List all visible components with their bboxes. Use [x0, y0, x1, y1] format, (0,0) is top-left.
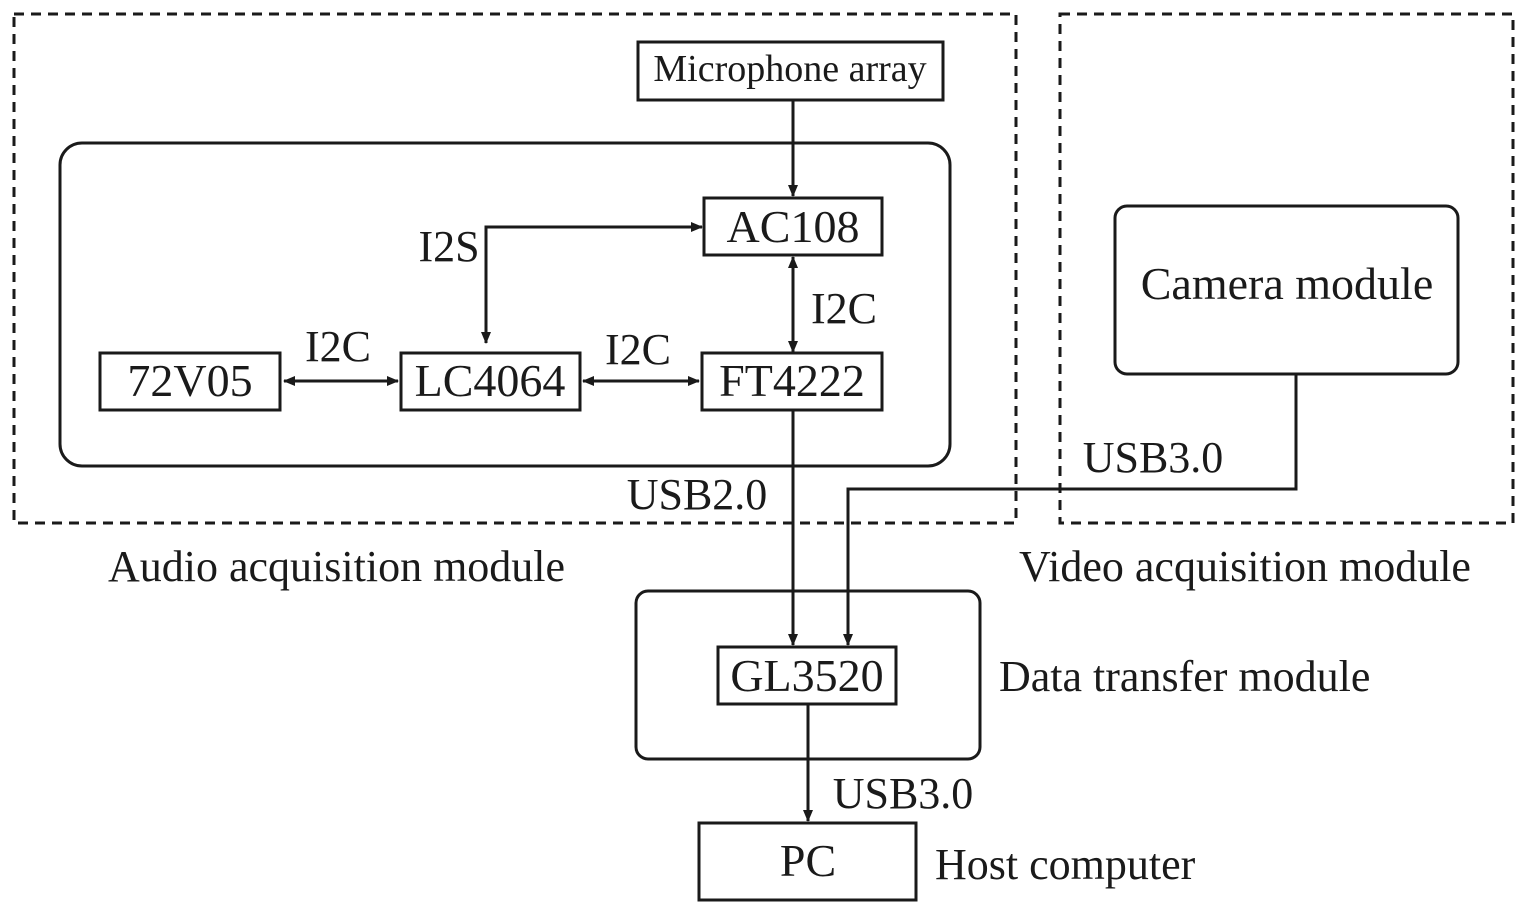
- i2c-lc4064-ft4222-label: I2C: [605, 325, 671, 374]
- gl3520-block: [716, 645, 898, 706]
- i2s-label: I2S: [418, 222, 479, 271]
- usb30-camera-link: [843, 374, 1298, 646]
- video-module-caption: Video acquisition module: [1019, 542, 1471, 591]
- usb20-label: USB2.0: [627, 470, 768, 519]
- i2c-72v05-lc4064-label: I2C: [305, 322, 371, 371]
- gl3520-label: GL3520: [730, 650, 883, 701]
- audio-board-container: [58, 141, 952, 468]
- usb30-pc-label: USB3.0: [833, 769, 974, 818]
- ac108-block: [702, 196, 884, 257]
- camera-module-label: Camera module: [1141, 258, 1434, 309]
- ft4222-block: [700, 351, 884, 412]
- lc4064-label: LC4064: [415, 355, 566, 406]
- i2s-link: [481, 222, 703, 344]
- transfer-module-caption: Data transfer module: [999, 652, 1370, 701]
- ac108-label: AC108: [727, 201, 860, 252]
- ft4222-label: FT4222: [719, 355, 865, 406]
- audio-module-frame: [12, 12, 1018, 525]
- i2c-ac108-ft4222-label: I2C: [811, 284, 877, 333]
- microphone-array-label: Microphone array: [653, 48, 926, 90]
- camera-module-box: [1113, 204, 1460, 376]
- 72v05-block: [98, 351, 282, 412]
- audio-module-caption: Audio acquisition module: [108, 542, 565, 591]
- 72v05-label: 72V05: [127, 355, 252, 406]
- host-computer-caption: Host computer: [935, 840, 1196, 889]
- pc-block: [697, 821, 918, 902]
- pc-label: PC: [780, 835, 836, 886]
- lc4064-block: [399, 351, 582, 412]
- usb30-camera-label: USB3.0: [1083, 433, 1224, 482]
- microphone-array-block: [636, 40, 945, 102]
- video-module-frame: [1058, 12, 1515, 525]
